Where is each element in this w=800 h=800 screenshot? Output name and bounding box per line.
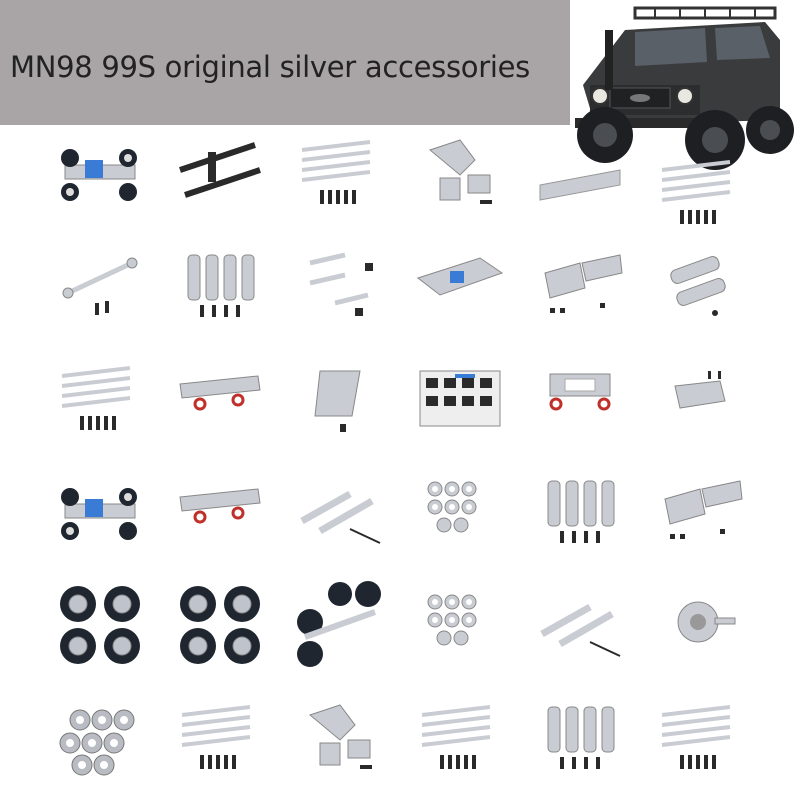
side-step-icon [539, 169, 621, 201]
servo-bracket-icon [314, 370, 361, 432]
product-thumbnail [520, 459, 638, 569]
product-grid [40, 120, 780, 800]
drive-cups-icon [670, 256, 726, 316]
product-thumbnail [40, 459, 158, 569]
product-thumbnail [40, 120, 158, 230]
product-thumbnail [400, 459, 518, 569]
front-bumper-icon [179, 488, 261, 524]
product-thumbnail [640, 346, 758, 456]
chassis-assembly-icon [61, 488, 137, 540]
product-thumbnail [160, 233, 278, 343]
parts-box-icon [419, 370, 501, 427]
product-thumbnail [400, 233, 518, 343]
product-thumbnail [40, 572, 158, 682]
link-rods-set-icon [661, 160, 731, 224]
drive-shafts-icon [540, 603, 621, 657]
product-thumbnail [280, 120, 398, 230]
product-thumbnail [520, 140, 638, 250]
product-thumbnail [280, 459, 398, 569]
wheels-set-icon [60, 586, 140, 664]
product-thumbnail [40, 233, 158, 343]
wheels-set-icon [180, 586, 260, 664]
product-thumbnail [520, 346, 638, 456]
product-thumbnail [40, 346, 158, 456]
link-rods-set-icon [421, 705, 491, 769]
wheel-hexes-icon [427, 481, 477, 533]
product-thumbnail [400, 346, 518, 456]
chassis-assembly-icon [61, 149, 137, 201]
frame-rails-icon [179, 142, 261, 198]
wheel-hexes-icon [427, 594, 477, 646]
rear-bumper-icon [549, 373, 611, 411]
link-rods-set-icon [301, 140, 371, 204]
shock-absorbers-icon [547, 480, 615, 543]
steering-rod-icon [62, 257, 138, 315]
product-thumbnail [160, 346, 278, 456]
link-rods-set-icon [61, 366, 131, 430]
link-rods-set-icon [661, 705, 731, 769]
product-thumbnail [160, 685, 278, 795]
drive-shafts-icon [300, 490, 381, 544]
title-banner: MN98 99S original silver accessories [0, 0, 570, 125]
product-thumbnail [640, 572, 758, 682]
defender-truck-photo [565, 0, 800, 170]
product-thumbnail [640, 685, 758, 795]
product-thumbnail [160, 459, 278, 569]
shock-absorbers-icon [187, 254, 255, 317]
product-thumbnail [640, 233, 758, 343]
product-thumbnail [400, 120, 518, 230]
skid-plates-icon [664, 480, 743, 539]
mount-bracket-icon [674, 371, 726, 409]
gear-cup-icon [677, 601, 736, 643]
product-thumbnail [400, 685, 518, 795]
product-thumbnail [520, 233, 638, 343]
product-thumbnail [280, 233, 398, 343]
wheels-axles-icon [297, 581, 381, 667]
product-thumbnail [280, 572, 398, 682]
motor-mount-chassis-icon [416, 257, 504, 296]
link-rods-set-icon [181, 705, 251, 769]
servo-mounts-icon [308, 704, 372, 769]
product-thumbnail [400, 572, 518, 682]
product-thumbnail [280, 685, 398, 795]
product-thumbnail [640, 140, 758, 250]
product-thumbnail [520, 685, 638, 795]
product-thumbnail [40, 685, 158, 795]
servo-mounts-icon [428, 139, 492, 204]
skid-plates-icon [544, 254, 623, 313]
product-thumbnail [160, 120, 278, 230]
product-thumbnail [280, 346, 398, 456]
front-bumper-icon [179, 375, 261, 411]
product-thumbnail [520, 572, 638, 682]
product-thumbnail [160, 572, 278, 682]
banner-title: MN98 99S original silver accessories [10, 50, 530, 84]
rod-ends-icon [309, 252, 373, 316]
shock-absorbers-icon [547, 706, 615, 769]
bearings-set-icon [59, 709, 135, 776]
product-thumbnail [640, 459, 758, 569]
